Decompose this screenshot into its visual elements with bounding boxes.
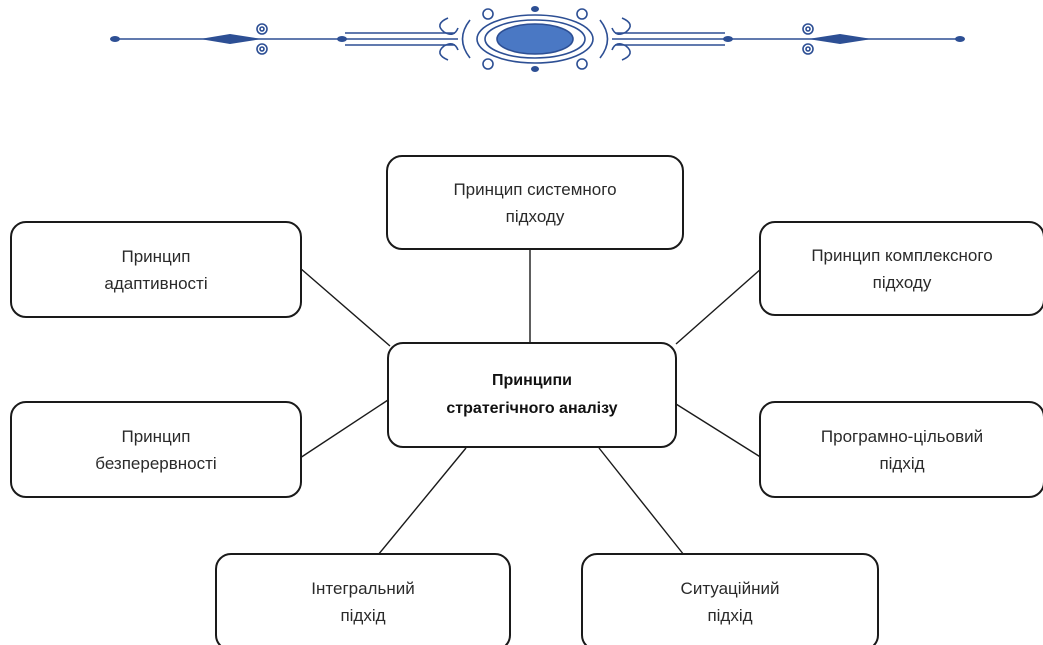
node-line1: Принцип xyxy=(121,426,191,446)
decorative-ornament-divider xyxy=(110,6,965,72)
connector-bottom-left xyxy=(377,447,467,556)
node-line1: Принцип системного xyxy=(453,179,617,199)
node-program-target-approach: Програмно-цільовий підхід xyxy=(759,401,1043,498)
node-line2: підхід xyxy=(340,606,386,625)
connector-top-left xyxy=(299,267,391,347)
node-line2: підхід xyxy=(707,606,753,625)
node-line1: Інтегральний xyxy=(311,579,415,598)
node-line2: підхід xyxy=(879,453,925,473)
node-adaptivity-principle: Принцип адаптивності xyxy=(10,221,302,318)
node-line1: Принцип комплексного xyxy=(811,245,993,265)
node-systemic-approach: Принцип системного підходу xyxy=(386,155,684,250)
node-line2: підходу xyxy=(505,206,565,226)
center-node: Принципи стратегічного аналізу xyxy=(387,342,677,448)
node-line1: Програмно-цільовий xyxy=(820,426,984,446)
node-line2: адаптивності xyxy=(104,273,208,293)
node-line2: безперервності xyxy=(95,453,217,473)
node-line2: підходу xyxy=(872,272,932,292)
node-line1: Ситуаційний xyxy=(680,579,780,598)
node-integral-approach: Інтегральний підхід xyxy=(215,553,511,645)
connector-top-right xyxy=(675,267,763,345)
node-line1: Принцип xyxy=(121,246,191,266)
center-node-line2: стратегічного аналізу xyxy=(446,400,618,417)
center-node-line1: Принципи xyxy=(492,372,572,389)
connector-right xyxy=(675,403,763,459)
node-continuity-principle: Принцип безперервності xyxy=(10,401,302,498)
connector-left xyxy=(299,399,389,459)
node-complex-approach: Принцип комплексного підходу xyxy=(759,221,1043,316)
node-situational-approach: Ситуаційний підхід xyxy=(581,553,879,645)
connector-bottom-right xyxy=(598,447,685,556)
